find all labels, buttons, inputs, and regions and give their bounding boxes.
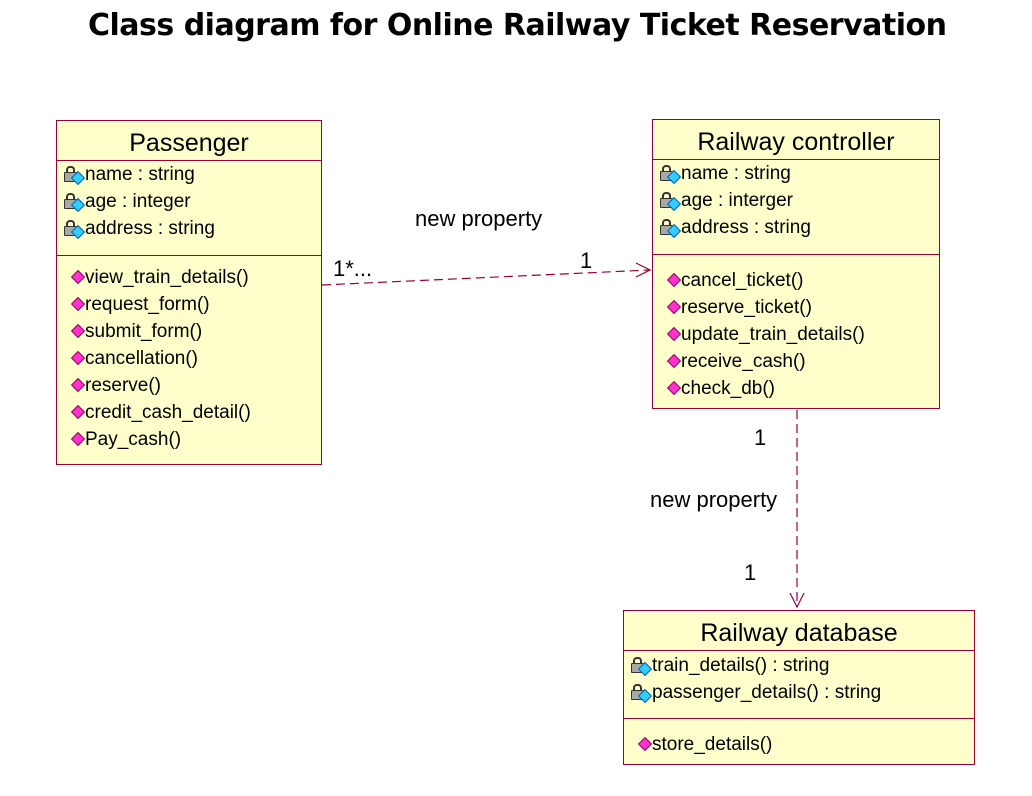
multiplicity-controller-bottom: 1 xyxy=(754,425,767,450)
operation-compartment: store_details() xyxy=(624,719,974,758)
operation-row[interactable]: cancellation() xyxy=(70,345,321,372)
association-passenger-controller xyxy=(321,269,651,286)
public-operation-diamond-icon xyxy=(70,376,86,396)
operation-compartment: cancel_ticket() reserve_ticket() update_… xyxy=(653,255,939,402)
public-operation-diamond-icon xyxy=(666,271,682,291)
public-operation-diamond-icon xyxy=(666,379,682,399)
operation-compartment: view_train_details() request_form() subm… xyxy=(57,256,321,453)
class-name: Passenger xyxy=(57,121,321,161)
private-attribute-lock-icon xyxy=(659,191,682,211)
class-railway-controller[interactable]: Railway controller name : string age : i… xyxy=(652,119,940,409)
arrowhead-controller xyxy=(635,262,652,278)
operation-row[interactable]: receive_cash() xyxy=(666,348,939,375)
private-attribute-lock-icon xyxy=(63,165,86,185)
multiplicity-passenger-end: 1*... xyxy=(333,256,373,281)
public-operation-diamond-icon xyxy=(666,352,682,372)
operation-row[interactable]: update_train_details() xyxy=(666,321,939,348)
diagram-title: Class diagram for Online Railway Ticket … xyxy=(88,8,947,43)
public-operation-diamond-icon xyxy=(70,268,86,288)
association-label-passenger-controller: new property xyxy=(415,206,543,231)
arrowhead-database xyxy=(789,592,805,609)
private-attribute-lock-icon xyxy=(659,218,682,238)
class-name: Railway database xyxy=(624,611,974,651)
class-passenger[interactable]: Passenger name : string age : integer ad… xyxy=(56,120,322,465)
operation-row[interactable]: credit_cash_detail() xyxy=(70,399,321,426)
attribute-row[interactable]: name : string xyxy=(659,160,939,187)
operation-row[interactable]: view_train_details() xyxy=(70,264,321,291)
public-operation-diamond-icon xyxy=(666,298,682,318)
private-attribute-lock-icon xyxy=(63,219,86,239)
operation-row[interactable]: reserve() xyxy=(70,372,321,399)
association-label-controller-database: new property xyxy=(650,487,778,512)
public-operation-diamond-icon xyxy=(637,735,653,755)
operation-row[interactable]: store_details() xyxy=(637,731,974,758)
private-attribute-lock-icon xyxy=(630,683,653,703)
operation-row[interactable]: reserve_ticket() xyxy=(666,294,939,321)
operation-row[interactable]: check_db() xyxy=(666,375,939,402)
class-name: Railway controller xyxy=(653,120,939,160)
public-operation-diamond-icon xyxy=(70,430,86,450)
public-operation-diamond-icon xyxy=(666,325,682,345)
public-operation-diamond-icon xyxy=(70,295,86,315)
public-operation-diamond-icon xyxy=(70,403,86,423)
multiplicity-controller-end: 1 xyxy=(580,248,593,273)
operation-row[interactable]: request_form() xyxy=(70,291,321,318)
private-attribute-lock-icon xyxy=(63,192,86,212)
attribute-compartment: train_details() : string passenger_detai… xyxy=(624,651,974,719)
multiplicity-database-end: 1 xyxy=(744,560,757,585)
public-operation-diamond-icon xyxy=(70,349,86,369)
class-railway-database[interactable]: Railway database train_details() : strin… xyxy=(623,610,975,765)
operation-row[interactable]: submit_form() xyxy=(70,318,321,345)
private-attribute-lock-icon xyxy=(659,164,682,184)
attribute-row[interactable]: passenger_details() : string xyxy=(630,679,974,706)
attribute-compartment: name : string age : interger address : s… xyxy=(653,160,939,255)
private-attribute-lock-icon xyxy=(630,656,653,676)
attribute-compartment: name : string age : integer address : st… xyxy=(57,161,321,256)
attribute-row[interactable]: age : integer xyxy=(63,188,321,215)
attribute-row[interactable]: train_details() : string xyxy=(630,652,974,679)
attribute-row[interactable]: address : string xyxy=(63,215,321,242)
attribute-row[interactable]: name : string xyxy=(63,161,321,188)
operation-row[interactable]: cancel_ticket() xyxy=(666,267,939,294)
attribute-row[interactable]: age : interger xyxy=(659,187,939,214)
public-operation-diamond-icon xyxy=(70,322,86,342)
operation-row[interactable]: Pay_cash() xyxy=(70,426,321,453)
attribute-row[interactable]: address : string xyxy=(659,214,939,241)
